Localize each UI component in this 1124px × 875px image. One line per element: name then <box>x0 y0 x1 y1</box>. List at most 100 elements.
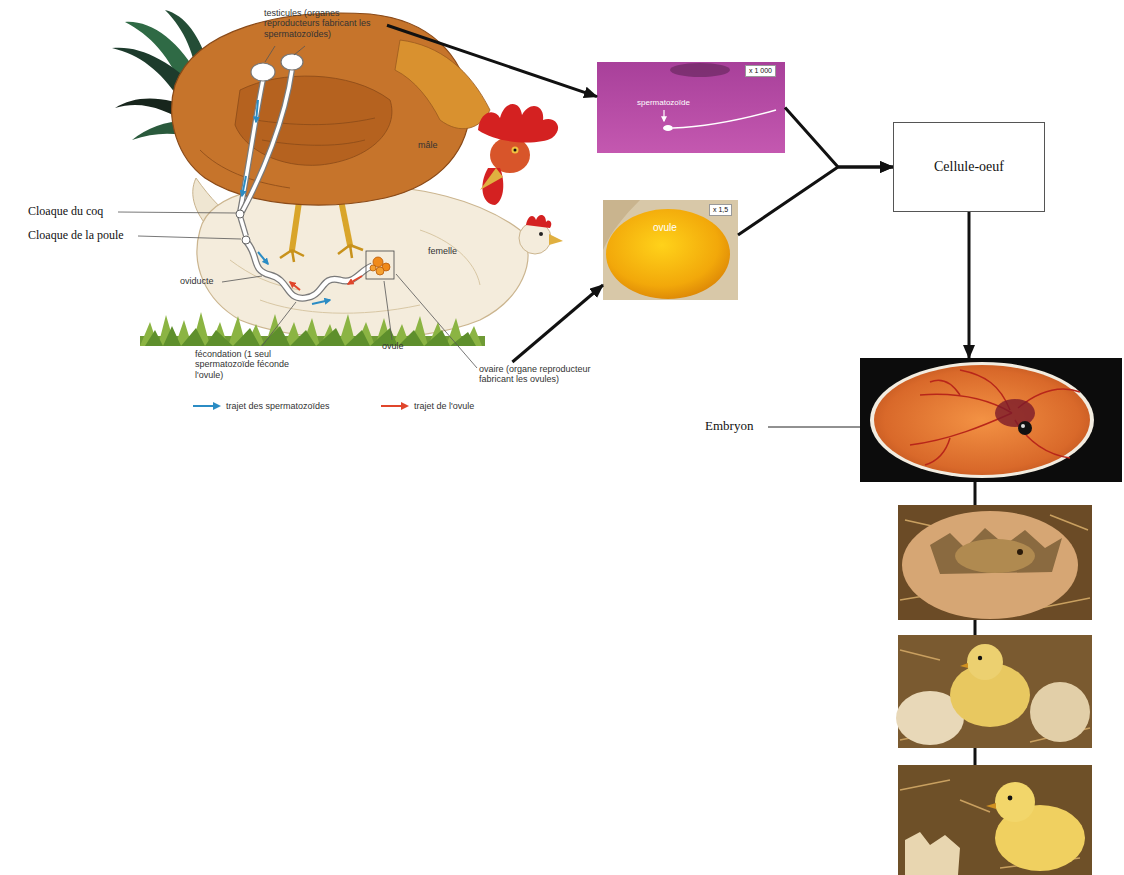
embryo-photo-part <box>860 358 1122 482</box>
rooster-body <box>172 13 558 262</box>
embryo-photo-part <box>870 362 1094 478</box>
part-label: fécondation (1 seul spermatozoïde fécond… <box>195 349 300 380</box>
flow-arrow <box>387 25 597 96</box>
embryo-photo-part-part <box>925 438 950 465</box>
sperm-micrograph <box>597 62 785 153</box>
leader-lines-part <box>262 302 296 346</box>
chick-photo <box>896 635 1092 748</box>
chick-photo-part-part <box>900 780 950 790</box>
hatching-photo-part <box>898 505 1092 620</box>
hen-body-part <box>539 232 543 236</box>
sperm-micrograph-part <box>663 110 664 121</box>
path-arrows-part <box>348 276 362 284</box>
photo-caption: ovule <box>653 222 677 234</box>
path-arrows-part <box>256 100 258 122</box>
reproductive-organs-part <box>370 265 376 271</box>
rooster-body-part <box>262 140 365 145</box>
reproductive-organs-part <box>236 210 244 218</box>
rooster-body-part <box>480 168 503 190</box>
chick-photo-part <box>1008 796 1013 801</box>
legend-entry: trajet de l'ovule <box>380 401 474 411</box>
legend-arrow-line <box>193 405 214 407</box>
hen-body-part <box>526 215 551 228</box>
chick-photo-part <box>905 832 960 875</box>
embryo-photo-part <box>874 365 1090 475</box>
hen-body-part <box>549 234 563 245</box>
hatching-photo-part <box>955 539 1035 573</box>
legend-arrow-head <box>401 402 409 410</box>
hatching-photo-part <box>1017 549 1023 555</box>
chick-photo-part <box>995 782 1035 822</box>
chick-photo-part-part <box>960 800 990 812</box>
micrograph-panel: spermatozoïde x 1 000 <box>597 62 785 153</box>
embryo-photo-part-part <box>1015 420 1070 458</box>
embryo-photo-part <box>1018 421 1032 435</box>
part-label: ovule <box>382 341 404 351</box>
connector-lines-part <box>974 482 977 505</box>
part-label: oviducte <box>180 276 214 286</box>
sperm-micrograph-part <box>597 62 785 153</box>
reproductive-organs-part <box>240 216 246 236</box>
magnification-badge: x 1 000 <box>745 65 776 77</box>
hatching-photo-part <box>930 528 1062 574</box>
hen-body-part <box>420 230 480 285</box>
embryo-photo-part <box>910 370 1080 465</box>
connector-lines-part <box>974 620 977 635</box>
reproductive-organs <box>236 54 394 298</box>
path-arrows-part <box>258 252 268 264</box>
hatching-photo-part-part <box>1050 515 1088 530</box>
chick-photo-part-part <box>900 650 940 660</box>
legend-entry: trajet des spermatozoïdes <box>192 401 330 411</box>
reproductive-organs-part <box>376 267 384 275</box>
reproductive-organs-part <box>366 251 394 279</box>
photo-panel: Embryon <box>860 358 1122 482</box>
legend-arrow <box>192 401 222 411</box>
embryo-photo-part-part <box>930 380 960 395</box>
ovule-photo-part <box>603 200 738 300</box>
grass-part <box>140 312 482 346</box>
rooster-body-part <box>395 40 490 129</box>
chick-photo-part <box>978 656 982 660</box>
ovule-photo-part <box>606 209 730 299</box>
rooster-body-part <box>514 149 517 152</box>
part-label: mâle <box>418 140 438 150</box>
connector-lines-part <box>974 748 977 765</box>
leader-lines-part <box>294 46 305 55</box>
photo-panel: ovule x 1,5 <box>603 200 738 300</box>
ovule-photo <box>603 200 738 300</box>
path-arrows-part <box>312 300 330 304</box>
sperm-micrograph-part <box>670 63 730 77</box>
embryo-photo-part <box>1021 424 1025 428</box>
callout-text: testicules (organes reproducteurs fabric… <box>264 8 385 39</box>
magnification-badge: x 1,5 <box>709 204 732 216</box>
chick-photo <box>898 765 1092 875</box>
reproductive-organs-part <box>245 240 372 298</box>
chick-photo-part <box>898 765 1092 875</box>
leader-lines-part <box>396 274 477 368</box>
callout-text: ovaire (organe reproducteur fabricant le… <box>479 364 593 385</box>
flow-arrow <box>968 212 971 358</box>
path-arrows <box>242 100 362 304</box>
flow-arrow <box>738 167 893 235</box>
hen-body-part <box>260 300 420 313</box>
reproductive-organs-part <box>245 240 372 298</box>
leader-lines-part <box>138 236 241 239</box>
rooster-body-part <box>172 13 470 205</box>
box-title: Cellule-oeuf <box>934 159 1004 175</box>
leader-lines-part <box>222 276 262 282</box>
part-label: Cloaque du coq <box>28 205 103 219</box>
legend-arrow-head <box>213 402 221 410</box>
embryo-photo <box>860 358 1122 482</box>
reproductive-organs-part <box>240 216 246 236</box>
legend-text: trajet de l'ovule <box>414 401 474 411</box>
photo-caption: spermatozoïde <box>637 98 690 107</box>
chick-photo-part <box>967 644 1003 680</box>
reproductive-organs-part <box>242 236 250 244</box>
sperm-micrograph-part <box>673 110 776 128</box>
reproductive-organs-part <box>242 70 292 212</box>
hatching-photo <box>898 505 1092 620</box>
rooster-body-part <box>338 245 363 258</box>
rooster-body-part <box>255 118 375 125</box>
